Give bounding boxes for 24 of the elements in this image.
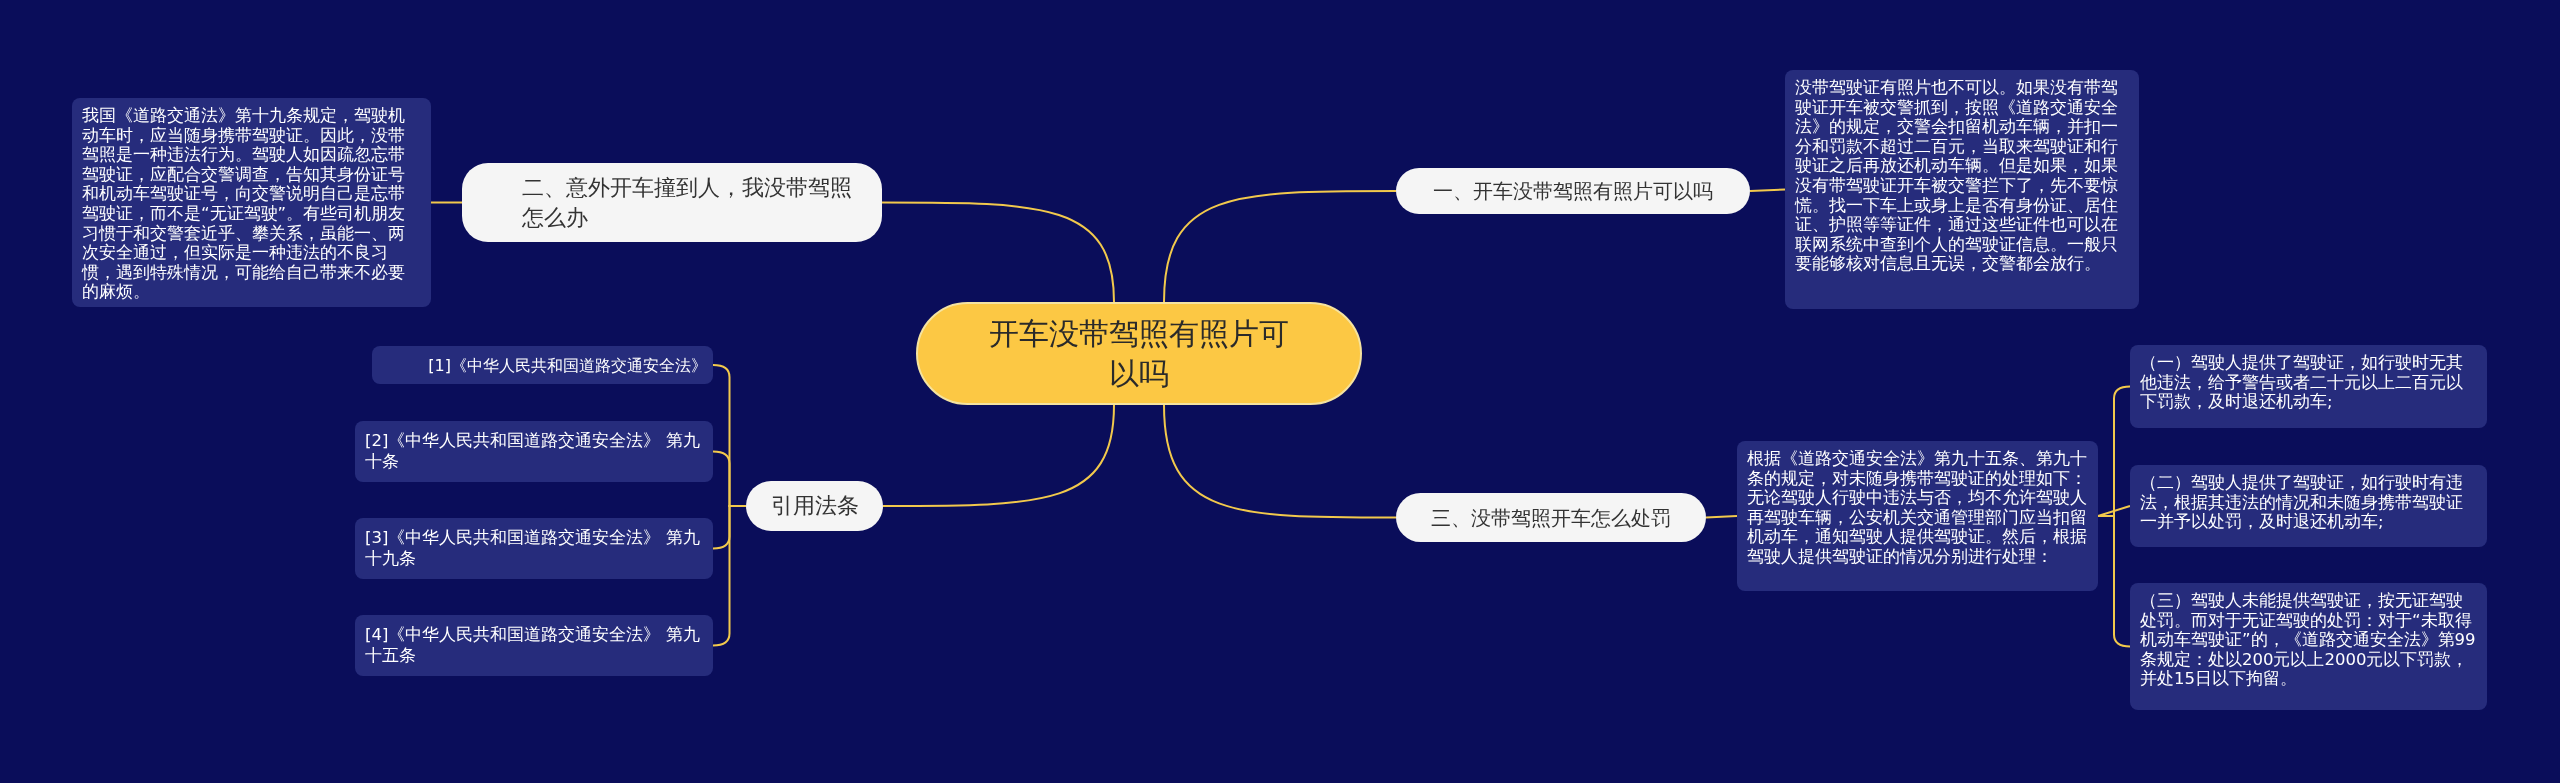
connector-line — [430, 201, 463, 204]
topic-pill: 三、没带驾照开车怎么处罚 — [1396, 493, 1706, 542]
connector-line — [882, 404, 1115, 507]
text-card: 我国《道路交通法》第十九条规定，驾驶机动车时，应当随身携带驾驶证。因此，没带驾照是一种违法行为。驾驶人如因疏忽忘带驾驶证，应配合交警调查，告知其身份证号和机动车驾驶证号，向交警说明自己是忘带驾驶证，而不是“无证驾驶”。有些司机朋友习惯于和交警套近乎、攀关系，虽能一、两次安全通过，但实际是一种违法的不良习惯，遇到特殊情况，可能给自己带来不必要的麻烦。 — [72, 98, 431, 307]
topic-pill: 二、意外开车撞到人，我没带驾照怎么办 — [462, 163, 882, 242]
citation-card: [2]《中华人民共和国道路交通安全法》 第九十条 — [355, 421, 713, 482]
text-card: （三）驾驶人未能提供驾驶证，按无证驾驶处罚。而对于无证驾驶的处罚：对于“未取得机动车驾驶证”的，《道路交通安全法》第99条规定：处以200元以上2000元以下罚款，并处15日以下拘留。 — [2130, 583, 2487, 710]
connector-line — [1705, 515, 1738, 519]
connector-line — [1163, 190, 1397, 303]
citation-card: [3]《中华人民共和国道路交通安全法》 第九十九条 — [355, 518, 713, 579]
topic-pill: 引用法条 — [746, 481, 883, 531]
text-card: 没带驾驶证有照片也不可以。如果没有带驾驶证开车被交警抓到，按照《道路交通安全法》的规定，交警会扣留机动车辆，并扣一分和罚款不超过二百元，当取来驾驶证和行驶证之后再放还机动车辆。但是如果，如果没有带驾驶证开车被交警拦下了，先不要惊慌。找一下车上或身上是否有身份证、居住证、护照等等证件，通过这些证件也可以在联网系统中查到个人的驾驶证信息。一般只要能够核对信息且无误，交警都会放行。 — [1785, 70, 2139, 309]
central-topic: 开车没带驾照有照片可以吗 — [916, 302, 1362, 405]
citation-card: [4]《中华人民共和国道路交通安全法》 第九十五条 — [355, 615, 713, 676]
connector-line — [1749, 188, 1786, 192]
connector-line — [1163, 404, 1397, 519]
connector-line — [2097, 515, 2131, 648]
text-card: 根据《道路交通安全法》第九十五条、第九十条的规定，对未随身携带驾驶证的处理如下：无论驾驶人行驶中违法与否，均不允许驾驶人再驾驶车辆，公安机关交通管理部门应当扣留机动车，通知驾驶人提供驾驶证。然后，根据驾驶人提供驾驶证的情况分别进行处理： — [1737, 441, 2098, 591]
citation-card: [1]《中华人民共和国道路交通安全法》 — [372, 346, 713, 384]
connector-line — [2097, 505, 2131, 517]
text-card: （二）驾驶人提供了驾驶证，如行驶时有违法，根据其违法的情况和未随身携带驾驶证一并予以处罚，及时退还机动车; — [2130, 465, 2487, 547]
topic-pill: 一、开车没带驾照有照片可以吗 — [1396, 168, 1750, 214]
connector-line — [881, 201, 1115, 303]
text-card: （一）驾驶人提供了驾驶证，如行驶时无其他违法，给予警告或者二十元以上二百元以下罚款，及时退还机动车; — [2130, 345, 2487, 428]
